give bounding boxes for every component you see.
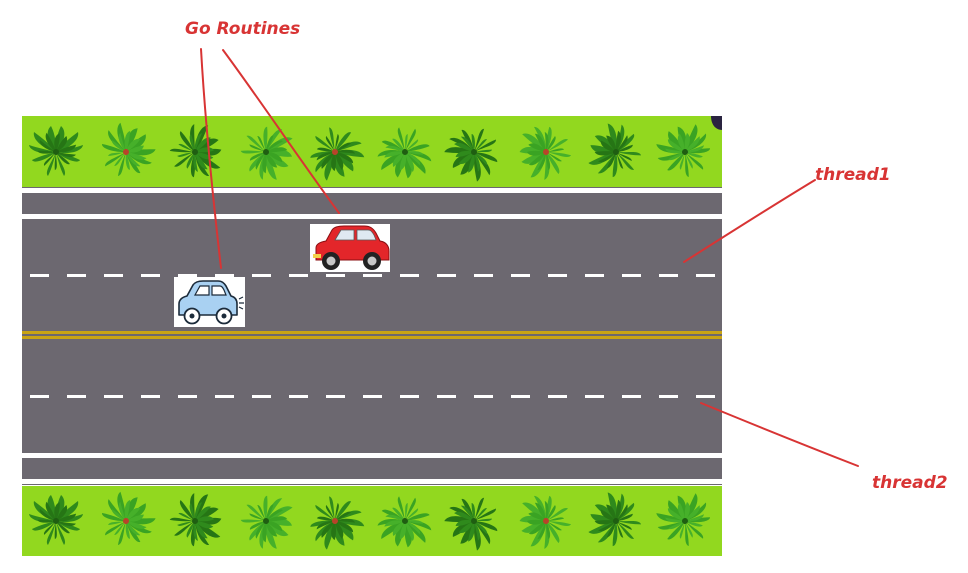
plant-icon bbox=[299, 486, 372, 558]
lane-dash bbox=[696, 274, 715, 277]
plant-icon bbox=[89, 483, 164, 557]
lane-dash bbox=[104, 395, 123, 398]
plant-icon bbox=[649, 116, 720, 186]
plant-icon bbox=[580, 116, 650, 187]
plant-icon bbox=[29, 495, 83, 545]
top-plant-row bbox=[29, 114, 720, 190]
plant-icon bbox=[515, 489, 575, 553]
annotation-lines bbox=[200, 48, 859, 467]
lane-dash bbox=[326, 274, 345, 277]
top-edge-line bbox=[22, 188, 722, 193]
lane-dash bbox=[474, 395, 493, 398]
bottom-shoulder-line bbox=[22, 453, 722, 458]
lane-dash bbox=[511, 395, 530, 398]
plant-icon bbox=[436, 485, 511, 559]
lane-dash bbox=[363, 395, 382, 398]
lane-dash bbox=[289, 274, 308, 277]
lane-dash bbox=[548, 395, 567, 398]
lane-dash bbox=[252, 395, 271, 398]
plant-icon bbox=[29, 126, 83, 176]
lane-dash bbox=[178, 395, 197, 398]
lane-dash bbox=[696, 395, 715, 398]
blue-car-icon bbox=[174, 277, 245, 327]
lane-dash bbox=[585, 274, 604, 277]
lane-dash bbox=[659, 395, 678, 398]
plant-icon bbox=[164, 118, 228, 185]
lane-dash bbox=[400, 395, 419, 398]
thread2-pointer bbox=[700, 402, 859, 467]
lane-divider-thread1 bbox=[30, 274, 715, 277]
plant-icon bbox=[375, 125, 434, 181]
lane-dash bbox=[30, 274, 49, 277]
plant-icon bbox=[649, 485, 720, 555]
plant-icon bbox=[580, 485, 650, 556]
goroutine-pointer-blue bbox=[200, 48, 222, 269]
center-line-lower bbox=[22, 336, 722, 339]
lane-dash bbox=[363, 274, 382, 277]
plant-icon bbox=[233, 118, 300, 187]
thread1-label: thread1 bbox=[815, 165, 891, 185]
lane-dash bbox=[215, 395, 234, 398]
goroutines-label: Go Routines bbox=[185, 19, 300, 39]
plant-icon bbox=[164, 487, 228, 554]
lane-dash bbox=[67, 395, 86, 398]
lane-dash bbox=[585, 395, 604, 398]
lane-dash bbox=[511, 274, 530, 277]
lane-dash bbox=[215, 274, 234, 277]
lane-dash bbox=[178, 274, 197, 277]
lane-dash bbox=[548, 274, 567, 277]
plant-icon bbox=[375, 494, 434, 550]
lane-divider-thread2 bbox=[30, 395, 715, 398]
lane-dash bbox=[622, 395, 641, 398]
plant-icon bbox=[436, 116, 511, 190]
lane-dash bbox=[400, 274, 419, 277]
lane-dash bbox=[659, 274, 678, 277]
plant-icon bbox=[89, 114, 164, 188]
plant-icon bbox=[233, 487, 300, 556]
thread1-pointer bbox=[683, 179, 816, 263]
lane-dash bbox=[104, 274, 123, 277]
lane-dash bbox=[622, 274, 641, 277]
goroutine-pointer-red bbox=[222, 49, 340, 214]
lane-dash bbox=[141, 274, 160, 277]
red-car-icon bbox=[310, 224, 390, 272]
center-line-upper bbox=[22, 331, 722, 334]
bottom-plant-row bbox=[29, 483, 720, 559]
plant-icon bbox=[299, 117, 372, 189]
lane-dash bbox=[252, 274, 271, 277]
lane-dash bbox=[326, 395, 345, 398]
lane-dash bbox=[437, 274, 456, 277]
lane-dash bbox=[30, 395, 49, 398]
lane-dash bbox=[141, 395, 160, 398]
lane-dash bbox=[67, 274, 86, 277]
corner-decoration bbox=[711, 116, 722, 130]
top-shoulder-line bbox=[22, 214, 722, 219]
bottom-edge-line bbox=[22, 479, 722, 484]
lane-dash bbox=[289, 395, 308, 398]
lane-dash bbox=[474, 274, 493, 277]
plant-icon bbox=[515, 120, 575, 184]
thread2-label: thread2 bbox=[872, 473, 948, 493]
lane-dash bbox=[437, 395, 456, 398]
